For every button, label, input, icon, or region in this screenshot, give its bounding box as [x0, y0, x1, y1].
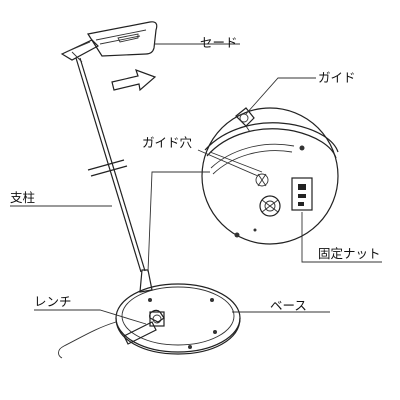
label-guide: ガイド — [318, 70, 356, 85]
wrench — [123, 309, 165, 345]
direction-arrow — [111, 69, 157, 92]
power-cord — [58, 321, 117, 359]
label-shade: セード — [200, 35, 238, 50]
label-wrench: レンチ — [34, 294, 72, 309]
label-guide-hole: ガイド穴 — [142, 135, 193, 150]
label-base: ベース — [270, 298, 307, 313]
shade — [60, 21, 158, 61]
pole — [71, 51, 146, 273]
label-fixing-nut: 固定ナット — [318, 246, 381, 261]
label-pole: 支柱 — [10, 190, 35, 205]
base — [115, 269, 241, 355]
detail-magnifier — [201, 107, 339, 245]
